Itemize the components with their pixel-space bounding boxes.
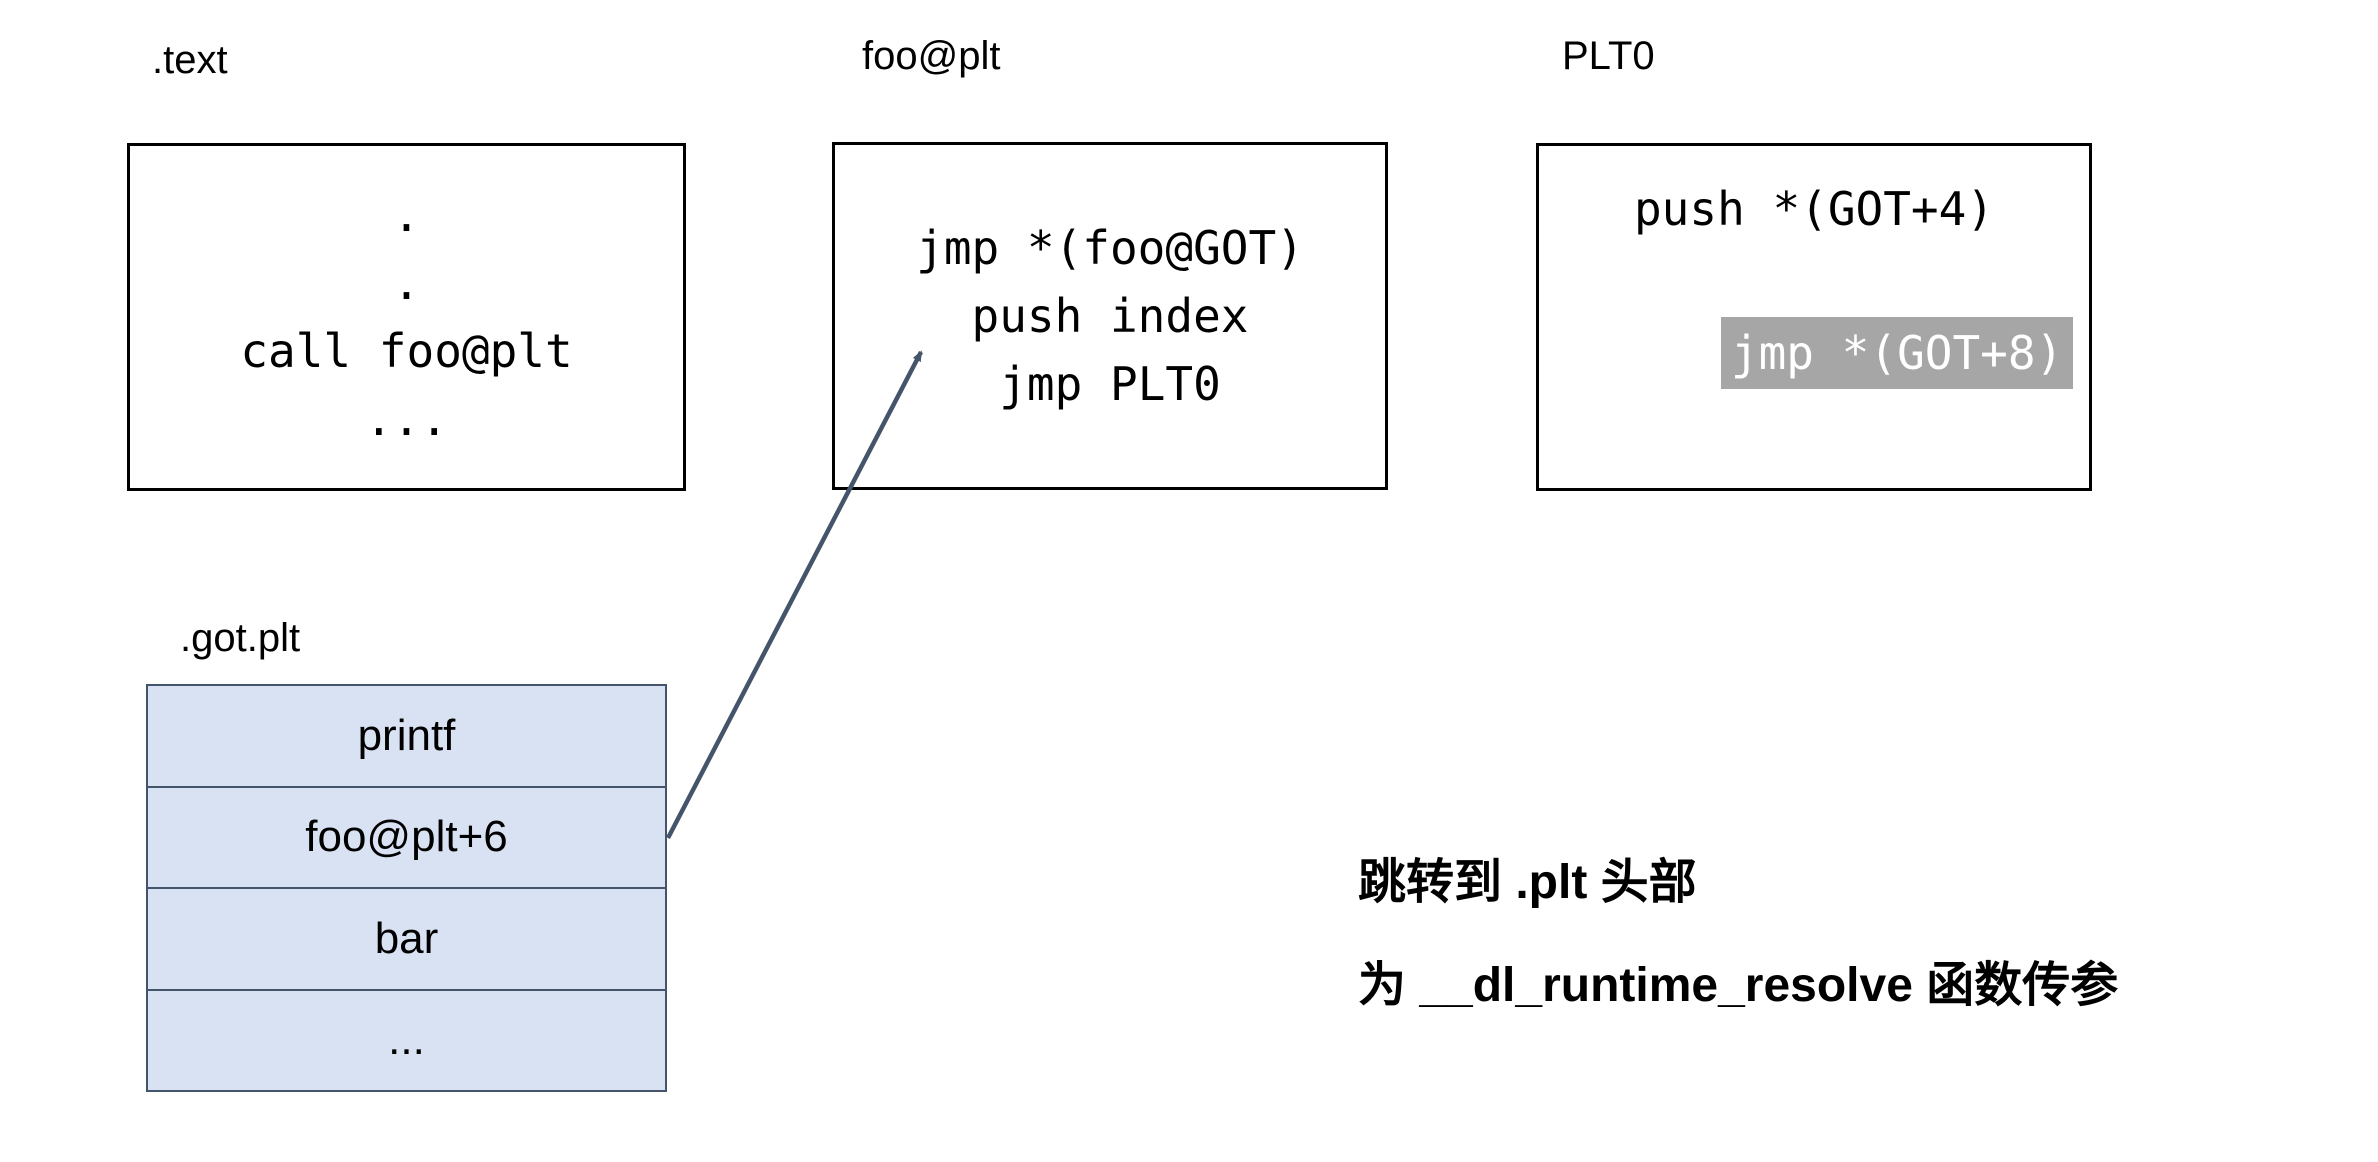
code-line-jmp-foo-got: jmp *(foo@GOT) [916, 221, 1304, 275]
got-row-bar: bar [148, 889, 665, 991]
code-line-push-index: push index [971, 289, 1249, 343]
code-line-ellipsis: ... [364, 392, 449, 446]
got-plt-section-label: .got.plt [180, 616, 301, 660]
foo-plt-box: jmp *(foo@GOT) push index jmp PLT0 [832, 142, 1388, 490]
code-line: . [392, 256, 421, 310]
annotation-jump-to-plt-header: 跳转到 .plt 头部 [1358, 856, 1697, 909]
highlighted-instruction: jmp *(GOT+8) [1720, 317, 2074, 389]
code-line-jmp-got8-highlighted: jmp *(GOT+8) [1555, 245, 2074, 461]
code-line: . [392, 188, 421, 242]
got-row-printf: printf [148, 686, 665, 788]
plt0-box: push *(GOT+4) jmp *(GOT+8) [1536, 143, 2092, 491]
text-section-box: . . call foo@plt ... [127, 143, 686, 491]
foo-plt-section-label: foo@plt [862, 34, 1001, 78]
got-row-foo-plt-6: foo@plt+6 [148, 788, 665, 889]
annotation-dl-runtime-resolve-args: 为 __dl_runtime_resolve 函数传参 [1358, 959, 2119, 1012]
code-line-jmp-plt0: jmp PLT0 [999, 357, 1221, 411]
got-row-ellipsis: ... [388, 1015, 425, 1065]
code-line-push-got4: push *(GOT+4) [1633, 182, 1995, 236]
plt0-section-label: PLT0 [1562, 34, 1655, 78]
text-section-label: .text [152, 38, 228, 82]
code-line-call-foo-plt: call foo@plt [240, 324, 573, 378]
got-plt-table: printf foo@plt+6 bar ... [146, 684, 667, 1092]
